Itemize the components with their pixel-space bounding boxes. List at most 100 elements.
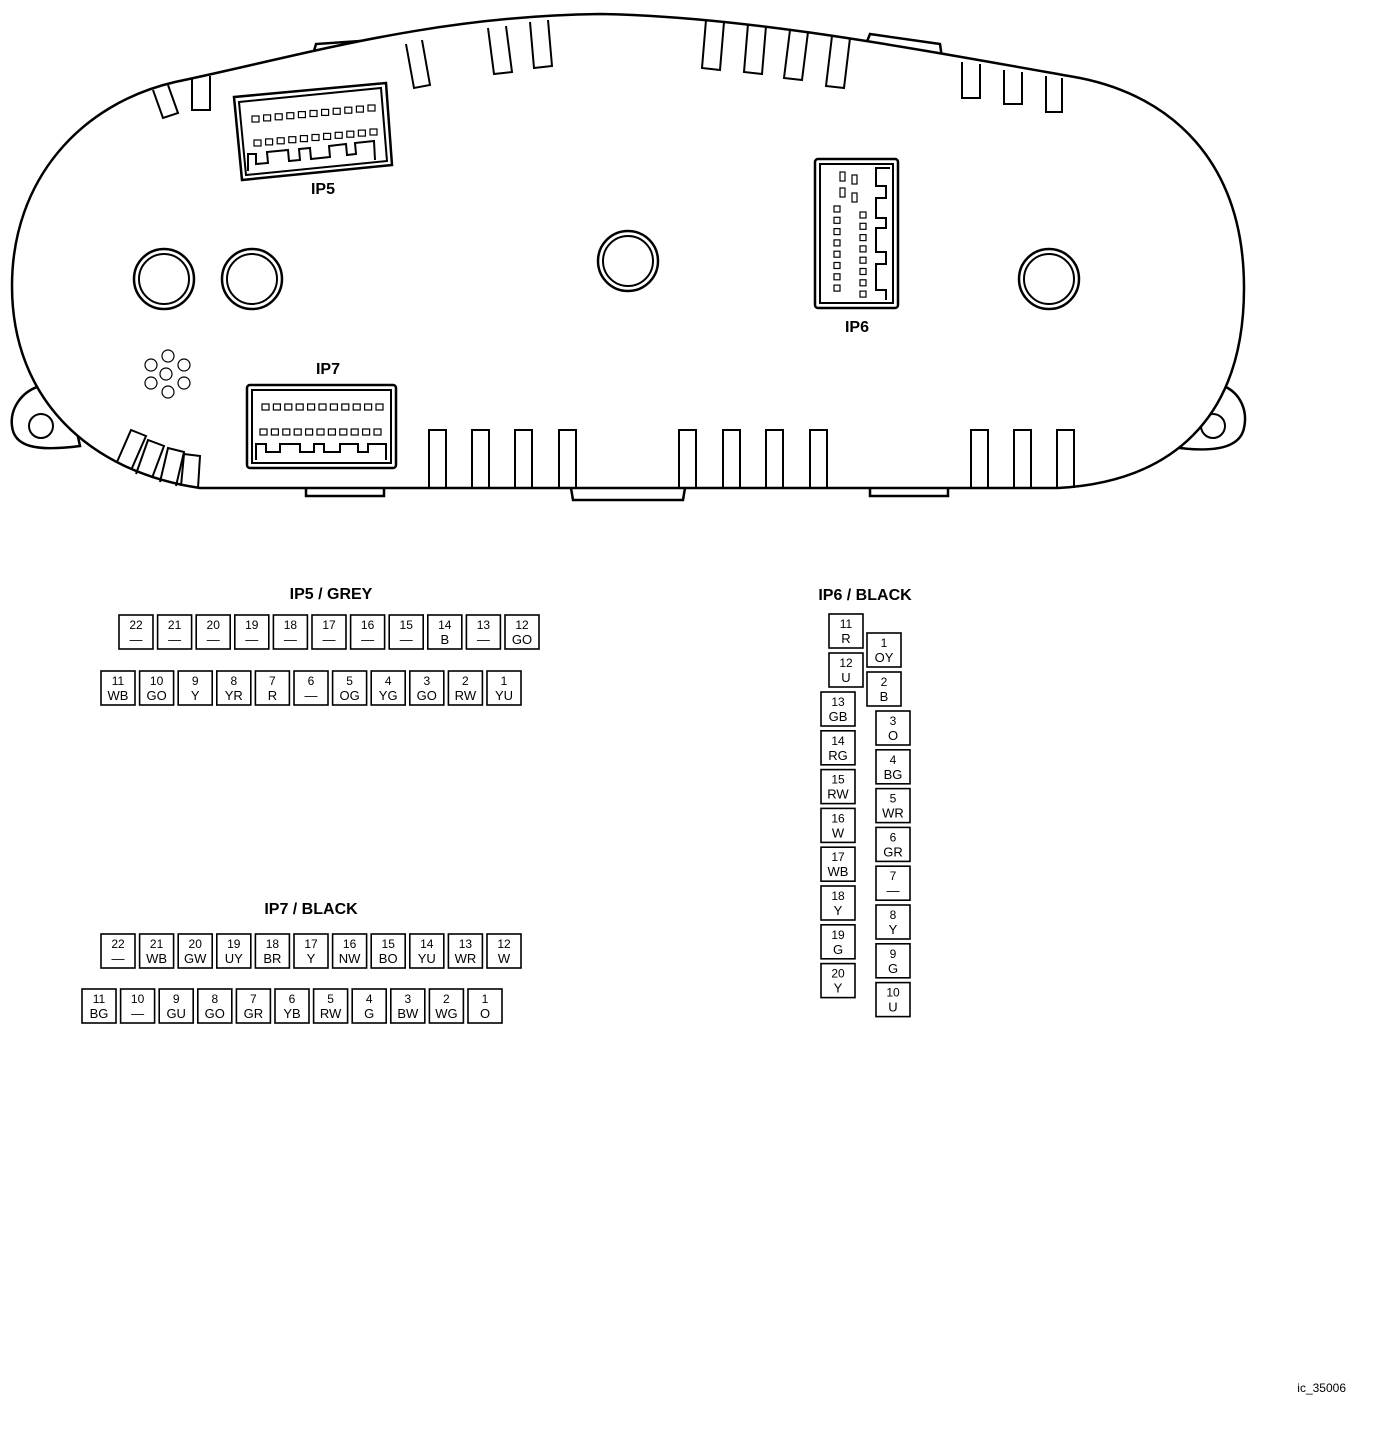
- wire-color: RW: [320, 1006, 342, 1021]
- pin-cell: 18Y: [820, 885, 856, 921]
- ip6-table-title: IP6 / BLACK: [818, 587, 912, 604]
- wire-color: —: [887, 883, 900, 898]
- pin-cavity: [270, 428, 279, 436]
- wire-color: GW: [184, 951, 207, 966]
- pin-cell: 9GU: [158, 988, 194, 1024]
- pin-cavity: [307, 403, 316, 411]
- pin-cavity: [282, 428, 291, 436]
- pin-number: 17: [831, 850, 845, 864]
- wire-color: OY: [875, 650, 894, 665]
- pin-cell: 10—: [119, 988, 156, 1024]
- wire-color: YU: [495, 688, 513, 703]
- pin-cell: 17—: [311, 614, 347, 650]
- bottom-ribs: [116, 428, 1075, 489]
- pin-number: 13: [477, 618, 491, 632]
- pin-box: [118, 614, 154, 650]
- pin-box: [234, 614, 270, 650]
- pin-cavity: [299, 135, 308, 143]
- pin-number: 18: [831, 889, 845, 903]
- pin-number: 21: [168, 618, 182, 632]
- pin-cavity: [859, 234, 867, 242]
- wire-color: BG: [884, 767, 903, 782]
- pin-number: 10: [131, 992, 145, 1006]
- pin-cell: 2WG: [428, 988, 465, 1024]
- pin-cavity: [357, 129, 366, 137]
- wire-color: Y: [834, 981, 843, 996]
- pin-cavity: [851, 192, 858, 203]
- pin-cell: 8Y: [875, 904, 911, 940]
- pin-cell: 20Y: [820, 962, 856, 999]
- pin-cavity: [367, 104, 376, 112]
- pin-box: [156, 614, 193, 650]
- pin-cavity: [355, 105, 364, 113]
- wire-color: GO: [417, 688, 437, 703]
- wire-color: YG: [379, 688, 398, 703]
- wire-color: —: [168, 632, 181, 647]
- pin-number: 22: [129, 618, 143, 632]
- pin-cavity: [839, 171, 846, 182]
- pin-box: [388, 614, 425, 650]
- pin-box: [820, 846, 856, 883]
- pin-box: [293, 670, 329, 706]
- pin-box: [828, 613, 864, 649]
- pin-box: [875, 942, 911, 979]
- wire-color: —: [284, 632, 297, 647]
- wire-color: GO: [205, 1006, 225, 1021]
- pin-cavity: [859, 279, 867, 287]
- pin-cavity: [274, 113, 283, 121]
- pin-box: [467, 988, 503, 1024]
- pin-number: 15: [831, 773, 845, 787]
- ip6-connector: [813, 157, 900, 310]
- ip5-housing-label: IP5: [311, 181, 335, 198]
- wire-color: U: [888, 1000, 897, 1015]
- pin-number: 18: [284, 618, 298, 632]
- wire-color: GO: [146, 688, 166, 703]
- pin-box: [447, 933, 484, 969]
- vent-holes: [144, 349, 191, 399]
- pin-number: 10: [886, 986, 900, 1000]
- pin-cell: 4G: [351, 988, 388, 1024]
- pin-cavity: [344, 106, 353, 114]
- wire-color: G: [364, 1006, 374, 1021]
- pin-number: 7: [250, 992, 257, 1006]
- pin-cavity: [305, 428, 314, 436]
- pin-number: 16: [831, 811, 845, 825]
- wire-color: UY: [225, 951, 243, 966]
- pin-cell: 9G: [875, 942, 911, 979]
- pin-number: 1: [482, 992, 489, 1006]
- mount-hole-left: [28, 413, 54, 439]
- wire-color: G: [833, 942, 843, 957]
- wire-color: YR: [225, 688, 243, 703]
- pin-number: 12: [497, 937, 511, 951]
- pin-box: [866, 632, 902, 668]
- pin-box: [177, 933, 213, 969]
- pin-cell: 21—: [156, 614, 193, 650]
- pin-number: 17: [304, 937, 318, 951]
- wire-color: WR: [882, 806, 904, 821]
- pin-box: [312, 988, 349, 1024]
- pin-cell: 6GR: [875, 826, 911, 863]
- cluster-outline: [10, 12, 1246, 490]
- pin-box: [349, 614, 386, 650]
- pin-cavity: [362, 428, 371, 436]
- pin-cavity: [375, 403, 384, 411]
- pin-cavity: [272, 403, 281, 411]
- pin-cell: 6YB: [274, 988, 310, 1024]
- pin-box: [331, 933, 368, 969]
- pin-cavity: [373, 428, 382, 436]
- ip6-pinout-table: 11R12U13GB14RG15RW16W17WB18Y19G20Y1OY2B3…: [820, 613, 911, 1018]
- pin-box: [447, 670, 484, 706]
- ip7-table-title: IP7 / BLACK: [264, 901, 358, 918]
- pin-number: 5: [346, 674, 353, 688]
- pin-cavity: [286, 112, 295, 120]
- pin-cell: 20—: [195, 614, 231, 650]
- pin-cavity: [293, 428, 302, 436]
- pin-number: 15: [382, 937, 396, 951]
- pin-cavity: [833, 216, 841, 224]
